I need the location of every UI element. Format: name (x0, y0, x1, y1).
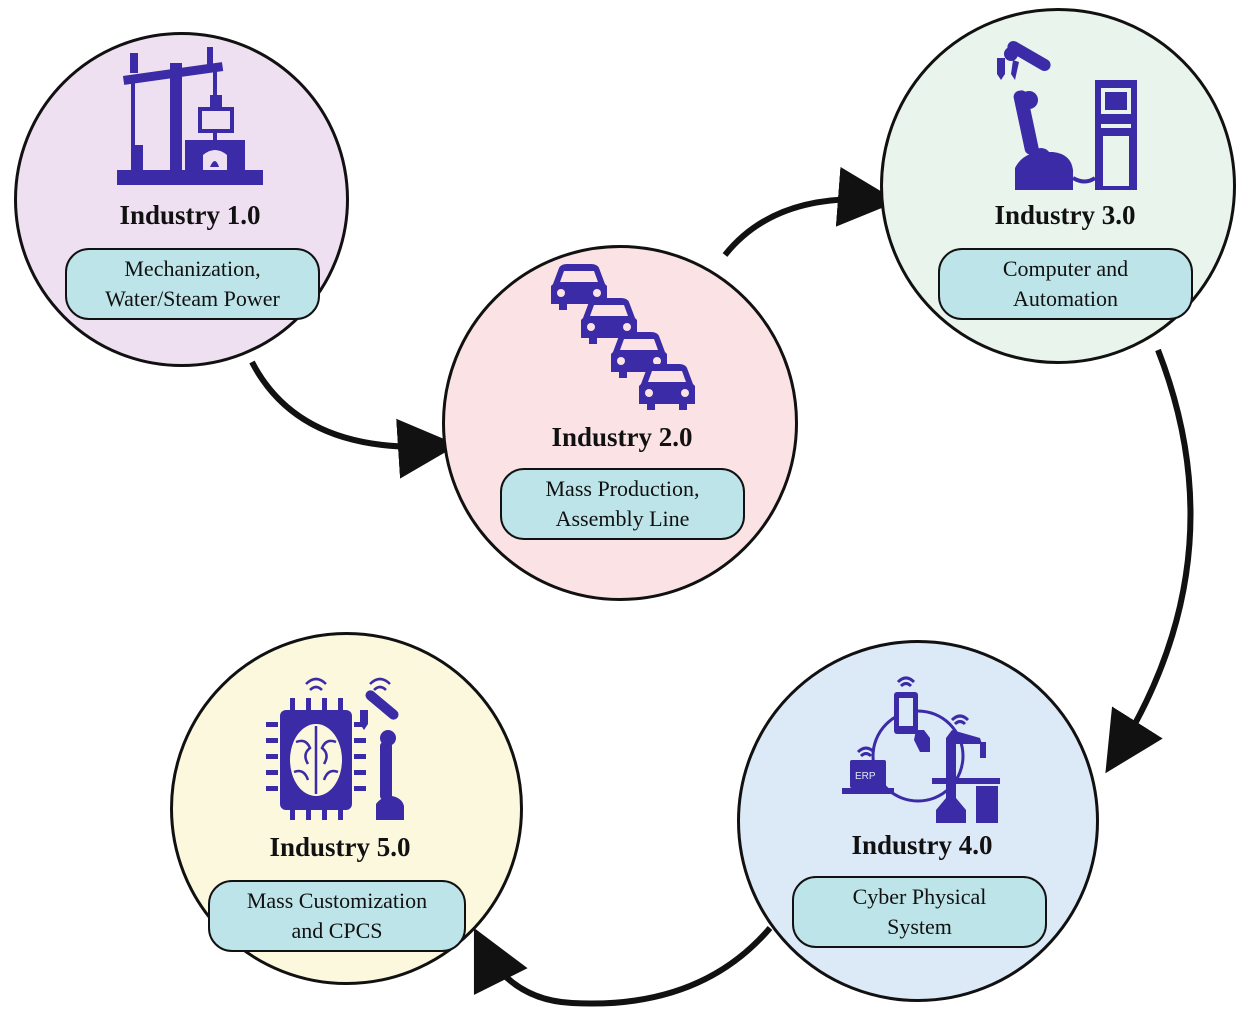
robot-arm-computer-icon (997, 41, 1137, 190)
stage-3-description: Computer and Automation (938, 248, 1193, 320)
stage-1-description-line2: Water/Steam Power (105, 286, 280, 311)
svg-text:ERP: ERP (855, 771, 876, 782)
cars-assembly-icon (551, 264, 695, 410)
stage-4-description: Cyber Physical System (792, 876, 1047, 948)
stage-4-description-line2: System (887, 914, 952, 939)
arrow-4-to-5 (473, 926, 773, 1007)
stage-2-title: Industry 2.0 (551, 422, 693, 452)
cyber-physical-icon: ERP (842, 676, 1000, 823)
stage-5-description-line2: and CPCS (291, 918, 383, 943)
stage-4-description-line1: Cyber Physical (852, 884, 987, 909)
arrow-1-to-2 (249, 360, 458, 479)
stage-4-title: Industry 4.0 (851, 830, 993, 860)
stage-5-title: Industry 5.0 (269, 832, 411, 862)
ai-chip-robot-icon (266, 677, 404, 820)
stage-1-description-line1: Mechanization, (124, 256, 261, 281)
stage-2-description-line1: Mass Production, (545, 476, 700, 501)
stage-3-description-line1: Computer and (1002, 256, 1129, 281)
stage-5-description-line1: Mass Customization (246, 888, 428, 913)
stage-1-description: Mechanization, Water/Steam Power (65, 248, 320, 320)
steam-pump-icon (117, 47, 263, 185)
stage-2-description: Mass Production, Assembly Line (500, 468, 745, 540)
stage-3-title: Industry 3.0 (994, 200, 1136, 230)
stage-2-description-line2: Assembly Line (555, 506, 690, 531)
arrow-3-to-4 (1105, 348, 1194, 774)
stage-5-description: Mass Customization and CPCS (208, 880, 466, 952)
stage-1-title: Industry 1.0 (119, 200, 261, 230)
arrow-2-to-3 (722, 166, 898, 257)
stage-3-description-line2: Automation (1012, 286, 1119, 311)
